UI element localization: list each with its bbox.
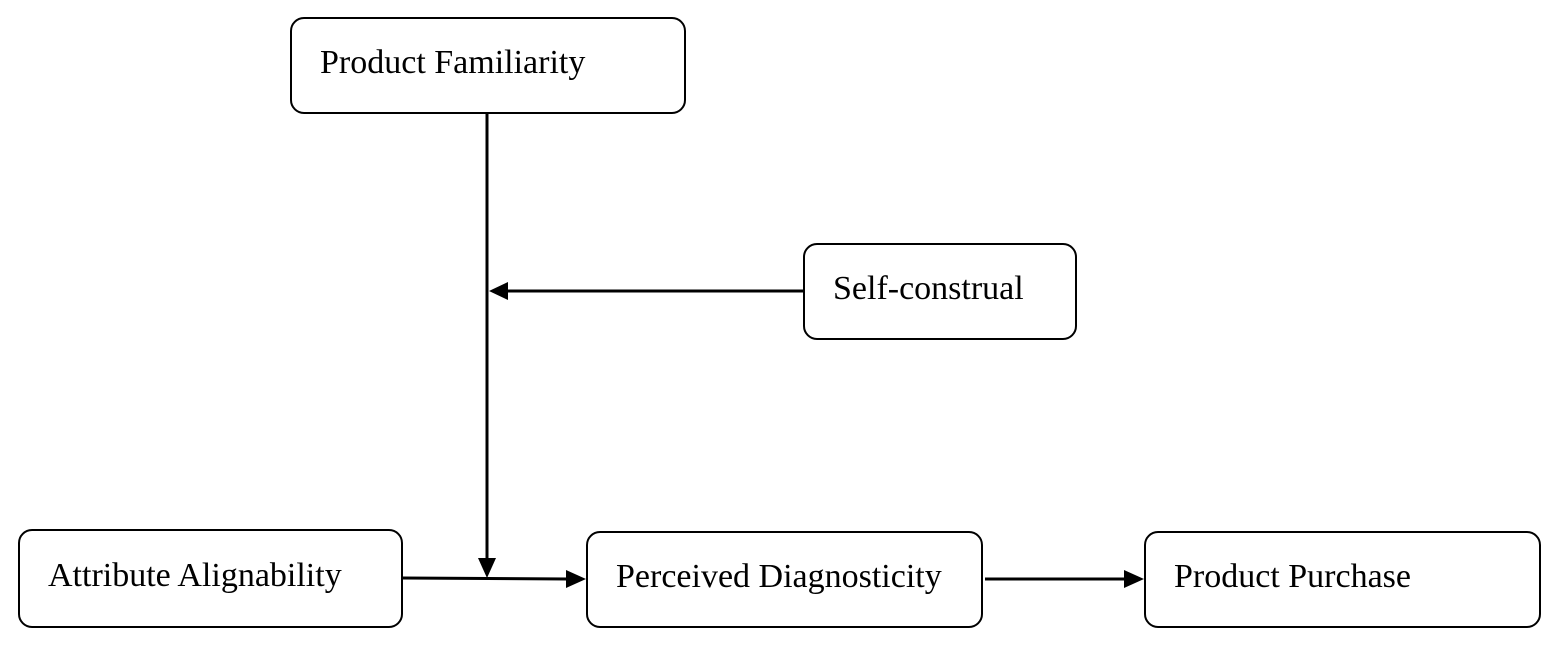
node-product-purchase: Product Purchase	[1144, 531, 1541, 628]
node-product-familiarity: Product Familiarity	[290, 17, 686, 114]
arrowhead-familiarity-down	[478, 558, 496, 578]
arrowhead-to-diagnosticity	[566, 570, 586, 588]
arrow-alignability-to-diagnosticity	[402, 576, 569, 581]
node-label: Product Familiarity	[320, 43, 586, 81]
node-label: Product Purchase	[1174, 557, 1412, 595]
node-perceived-diagnosticity: Perceived Diagnosticity	[586, 531, 983, 628]
arrowhead-selfconstrual-left	[489, 282, 508, 300]
arrowhead-to-purchase	[1124, 570, 1144, 588]
node-attribute-alignability: Attribute Alignability	[18, 529, 403, 628]
node-self-construal: Self-construal	[803, 243, 1077, 340]
node-label: Perceived Diagnosticity	[616, 557, 942, 595]
node-label: Attribute Alignability	[48, 556, 342, 594]
node-label: Self-construal	[833, 269, 1024, 307]
